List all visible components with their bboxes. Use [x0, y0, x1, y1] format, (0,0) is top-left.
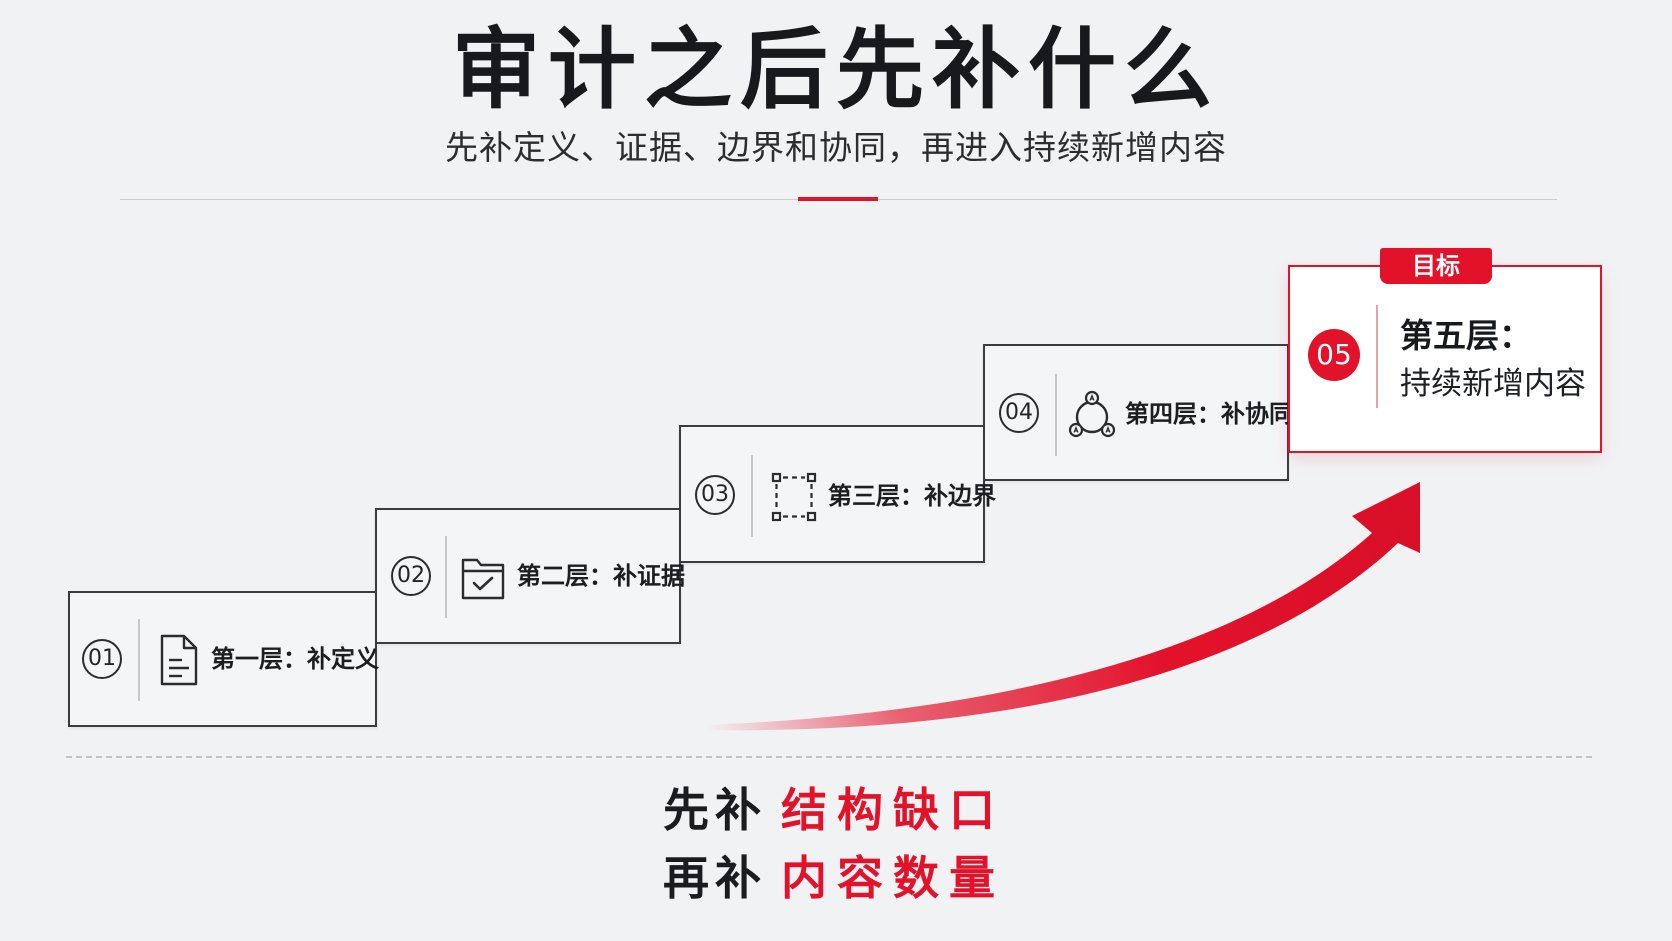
step-label: 第一层：补定义 [211, 645, 379, 673]
step-card-03: 03 第三层：补边界 [679, 425, 996, 563]
step-separator [138, 619, 140, 701]
step-number-badge: 01 [82, 639, 122, 679]
boundary-frame-icon [770, 471, 818, 527]
section-divider [66, 756, 1592, 758]
step-number-badge: 02 [391, 556, 431, 596]
network-nodes-icon [1067, 388, 1117, 444]
step-label: 第三层：补边界 [828, 482, 996, 510]
summary-highlight: 结构缺口 [781, 783, 1005, 837]
goal-tag: 目标 [1380, 248, 1492, 284]
goal-separator [1376, 305, 1378, 408]
goal-description: 持续新增内容 [1400, 366, 1586, 402]
goal-title: 第五层： [1400, 316, 1532, 355]
step-card-01: 01 第一层：补定义 [68, 591, 379, 727]
step-label: 第二层：补证据 [517, 562, 685, 590]
folder-check-icon [460, 552, 506, 606]
step-separator [751, 455, 753, 537]
goal-number-badge: 05 [1308, 329, 1360, 381]
page-title: 审计之后先补什么 [451, 18, 1220, 121]
step-number-badge: 04 [999, 393, 1039, 433]
summary-highlight: 内容数量 [781, 851, 1005, 905]
step-card-04: 04 第四层：补协同 [983, 344, 1293, 481]
page-subtitle: 先补定义、证据、边界和协同，再进入持续新增内容 [445, 128, 1227, 167]
step-separator [445, 536, 447, 618]
step-number-badge: 03 [695, 475, 735, 515]
document-icon [158, 633, 200, 691]
step-separator [1055, 374, 1057, 456]
summary-line-1: 先补结构缺口 [663, 780, 1005, 840]
summary-lead: 先补 [663, 783, 767, 837]
summary-line-2: 再补内容数量 [663, 848, 1005, 908]
step-card-02: 02 第二层：补证据 [375, 508, 685, 644]
header-divider-accent [798, 197, 878, 201]
step-label: 第四层：补协同 [1125, 400, 1293, 428]
summary-lead: 再补 [663, 851, 767, 905]
